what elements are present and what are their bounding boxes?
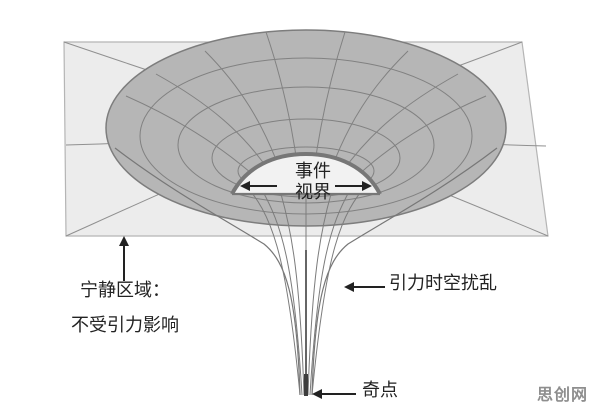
event-horizon-label-line-2: 视界 — [295, 182, 331, 203]
site-watermark: 思创网 — [536, 385, 588, 404]
funnel-lower-right-wall — [311, 147, 498, 396]
funnel-meridian-1 — [125, 95, 260, 181]
funnel-lower-left-wall — [114, 147, 301, 396]
singularity-label: 奇点 — [362, 380, 398, 401]
event-horizon-label-line-1: 事件 — [295, 161, 331, 182]
funnel-throat-line-3 — [280, 193, 305, 396]
annotation-arrows — [119, 181, 385, 399]
funnel-throat-line-6 — [309, 189, 351, 396]
quiet-region-label-line-2: 不受引力影响 — [71, 315, 179, 336]
funnel-meridian-2 — [155, 73, 271, 173]
funnel-throat-line-5 — [307, 193, 332, 396]
funnel — [105, 29, 507, 396]
funnel-throat-line-2 — [261, 189, 303, 396]
funnel-meridian-3 — [204, 50, 281, 171]
gravity-disturbance-label: 引力时空扰乱 — [389, 273, 497, 294]
funnel-meridian-6 — [330, 50, 409, 171]
funnel-meridian-8 — [352, 95, 487, 181]
funnel-meridian-7 — [341, 73, 459, 173]
quiet-region-label-line-1: 宁静区域： — [80, 280, 170, 301]
event-horizon-arc — [230, 151, 382, 195]
